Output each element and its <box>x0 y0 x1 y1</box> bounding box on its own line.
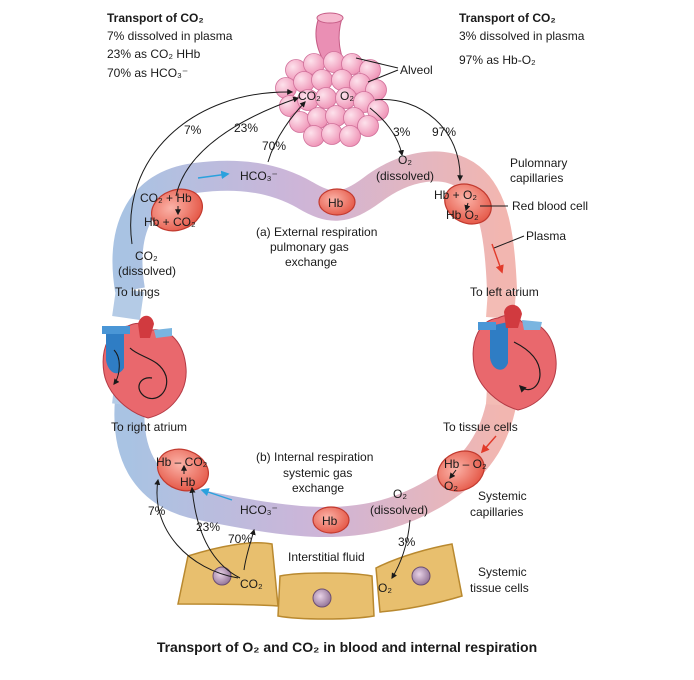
tissue-nucleus-left <box>212 566 232 586</box>
bottom-rbc-left-1: Hb – CO₂ <box>156 455 208 469</box>
bottom-pct-23: 23% <box>196 520 220 534</box>
bottom-caption-1: (b) Internal respiration <box>256 450 373 464</box>
alveolus-sac <box>357 115 379 137</box>
top-o2-dissolved-2: (dissolved) <box>376 169 434 183</box>
top-rbc-right-1: Hb + O₂ <box>434 188 477 202</box>
pulmonary-label-2: capillaries <box>510 171 563 185</box>
rbc-bottom-right <box>437 450 485 492</box>
tissue-co2: CO₂ <box>240 577 263 591</box>
arrow-70-bottom <box>243 528 256 571</box>
to-tissue-cells-label: To tissue cells <box>443 420 518 434</box>
top-pct-23: 23% <box>234 121 258 135</box>
co2-dissolved-2: (dissolved) <box>118 264 176 278</box>
alveolus-sac <box>331 69 353 91</box>
top-o2-dissolved-1: O₂ <box>398 153 412 167</box>
bottom-pct-7: 7% <box>148 504 166 518</box>
alveolus-sac <box>339 125 361 147</box>
pulmonary-label-1: Pulomnary <box>510 156 567 170</box>
arrow-3-top <box>369 107 404 157</box>
left-vessel-upper <box>112 288 144 320</box>
alveoli-o2: O₂ <box>340 89 354 103</box>
red-arrow-right-top <box>491 243 504 274</box>
systemic-cap-label-1: Systemic <box>478 489 527 503</box>
bottom-caption-2: systemic gas <box>283 466 352 480</box>
top-caption-2: pulmonary gas <box>270 240 349 254</box>
red-arrow-right-bottom <box>480 435 497 454</box>
tissue-nucleus-right <box>411 566 431 586</box>
bottom-rbc-left-2: Hb <box>180 475 196 489</box>
bottom-hb: Hb <box>322 514 338 528</box>
left-box-line-2: 23% as CO₂ HHb <box>107 47 201 61</box>
blue-arrow-top <box>197 170 230 180</box>
right-vessel-upper <box>486 289 516 319</box>
arrow-rbc-br <box>449 469 457 479</box>
bottom-hco3: HCO₃⁻ <box>240 503 278 517</box>
systemic-cap-label-2: capillaries <box>470 505 523 519</box>
arrow-7-bottom <box>154 478 239 579</box>
plasma-label: Plasma <box>526 229 566 243</box>
bottom-pct-70: 70% <box>228 532 252 546</box>
red-blood-cell-label: Red blood cell <box>512 199 588 213</box>
right-box-line-2: 97% as Hb-O₂ <box>459 53 536 67</box>
co2-dissolved-1: CO₂ <box>135 249 158 263</box>
figure-title: Transport of O₂ and CO₂ in blood and int… <box>157 639 537 655</box>
alveoli-cluster <box>275 12 389 147</box>
top-pct-7: 7% <box>184 123 202 137</box>
arrow-97-top <box>374 99 464 182</box>
top-rbc-left-2: Hb + CO₂ <box>144 215 196 229</box>
top-hco3: HCO₃⁻ <box>240 169 278 183</box>
top-rbc-right-2: Hb O₂ <box>446 208 479 222</box>
heart-right-icon <box>472 304 557 411</box>
arrow-3-bottom <box>391 519 411 580</box>
right-box-line-1: 3% dissolved in plasma <box>459 29 585 43</box>
top-pct-97: 97% <box>432 125 456 139</box>
left-box-line-3: 70% as HCO₃⁻ <box>107 66 188 80</box>
systemic-tissue-label-2: tissue cells <box>470 581 529 595</box>
interstitial-fluid-label: Interstitial fluid <box>288 550 365 564</box>
arrow-23-bottom <box>189 486 241 579</box>
arrow-rbc-right-down <box>464 202 471 212</box>
top-pct-3: 3% <box>393 125 411 139</box>
left-box-line-1: 7% dissolved in plasma <box>107 29 233 43</box>
bottom-o2-dissolved-1: O₂ <box>393 487 407 501</box>
flow-arrows-top <box>130 57 525 249</box>
to-lungs-label: To lungs <box>115 285 160 299</box>
heart-left-icon <box>102 315 187 419</box>
systemic-tissue-label-1: Systemic <box>478 565 527 579</box>
alveoli-co2: CO₂ <box>298 89 321 103</box>
to-right-atrium-label: To right atrium <box>111 420 187 434</box>
bottom-pct-3: 3% <box>398 535 416 549</box>
alveolus-sac <box>311 69 333 91</box>
blue-arrow-bottom <box>200 488 233 501</box>
right-box-heading: Transport of CO₂ <box>459 11 556 25</box>
top-rbc-left-1: CO₂ + Hb <box>140 191 192 205</box>
arrow-7-top <box>130 88 294 245</box>
left-box-heading: Transport of CO₂ <box>107 11 204 25</box>
tissue-nucleus-middle <box>312 588 332 608</box>
rbc-top-middle <box>318 188 356 216</box>
arrow-alveol-1 <box>355 57 399 69</box>
top-caption-1: (a) External respiration <box>256 225 377 239</box>
rbc-bottom-middle <box>312 506 350 534</box>
bottom-caption-3: exchange <box>292 481 344 495</box>
top-hb: Hb <box>328 196 344 210</box>
bottom-rbc-right-2: O₂ <box>444 479 458 493</box>
arrow-alveol-2 <box>367 69 399 83</box>
bottom-rbc-right-1: Hb – O₂ <box>444 457 487 471</box>
tissue-cells <box>177 542 463 620</box>
flow-arrows-bottom <box>154 464 457 580</box>
tissue-o2: O₂ <box>378 581 392 595</box>
to-left-atrium-label: To left atrium <box>470 285 539 299</box>
bottom-o2-dissolved-2: (dissolved) <box>370 503 428 517</box>
arrow-23-top <box>175 96 300 197</box>
top-caption-3: exchange <box>285 255 337 269</box>
arrow-plasma-pointer <box>493 235 525 249</box>
alveol-label: Alveol <box>400 63 433 77</box>
top-pct-70: 70% <box>262 139 286 153</box>
arrow-70-top <box>267 101 306 163</box>
